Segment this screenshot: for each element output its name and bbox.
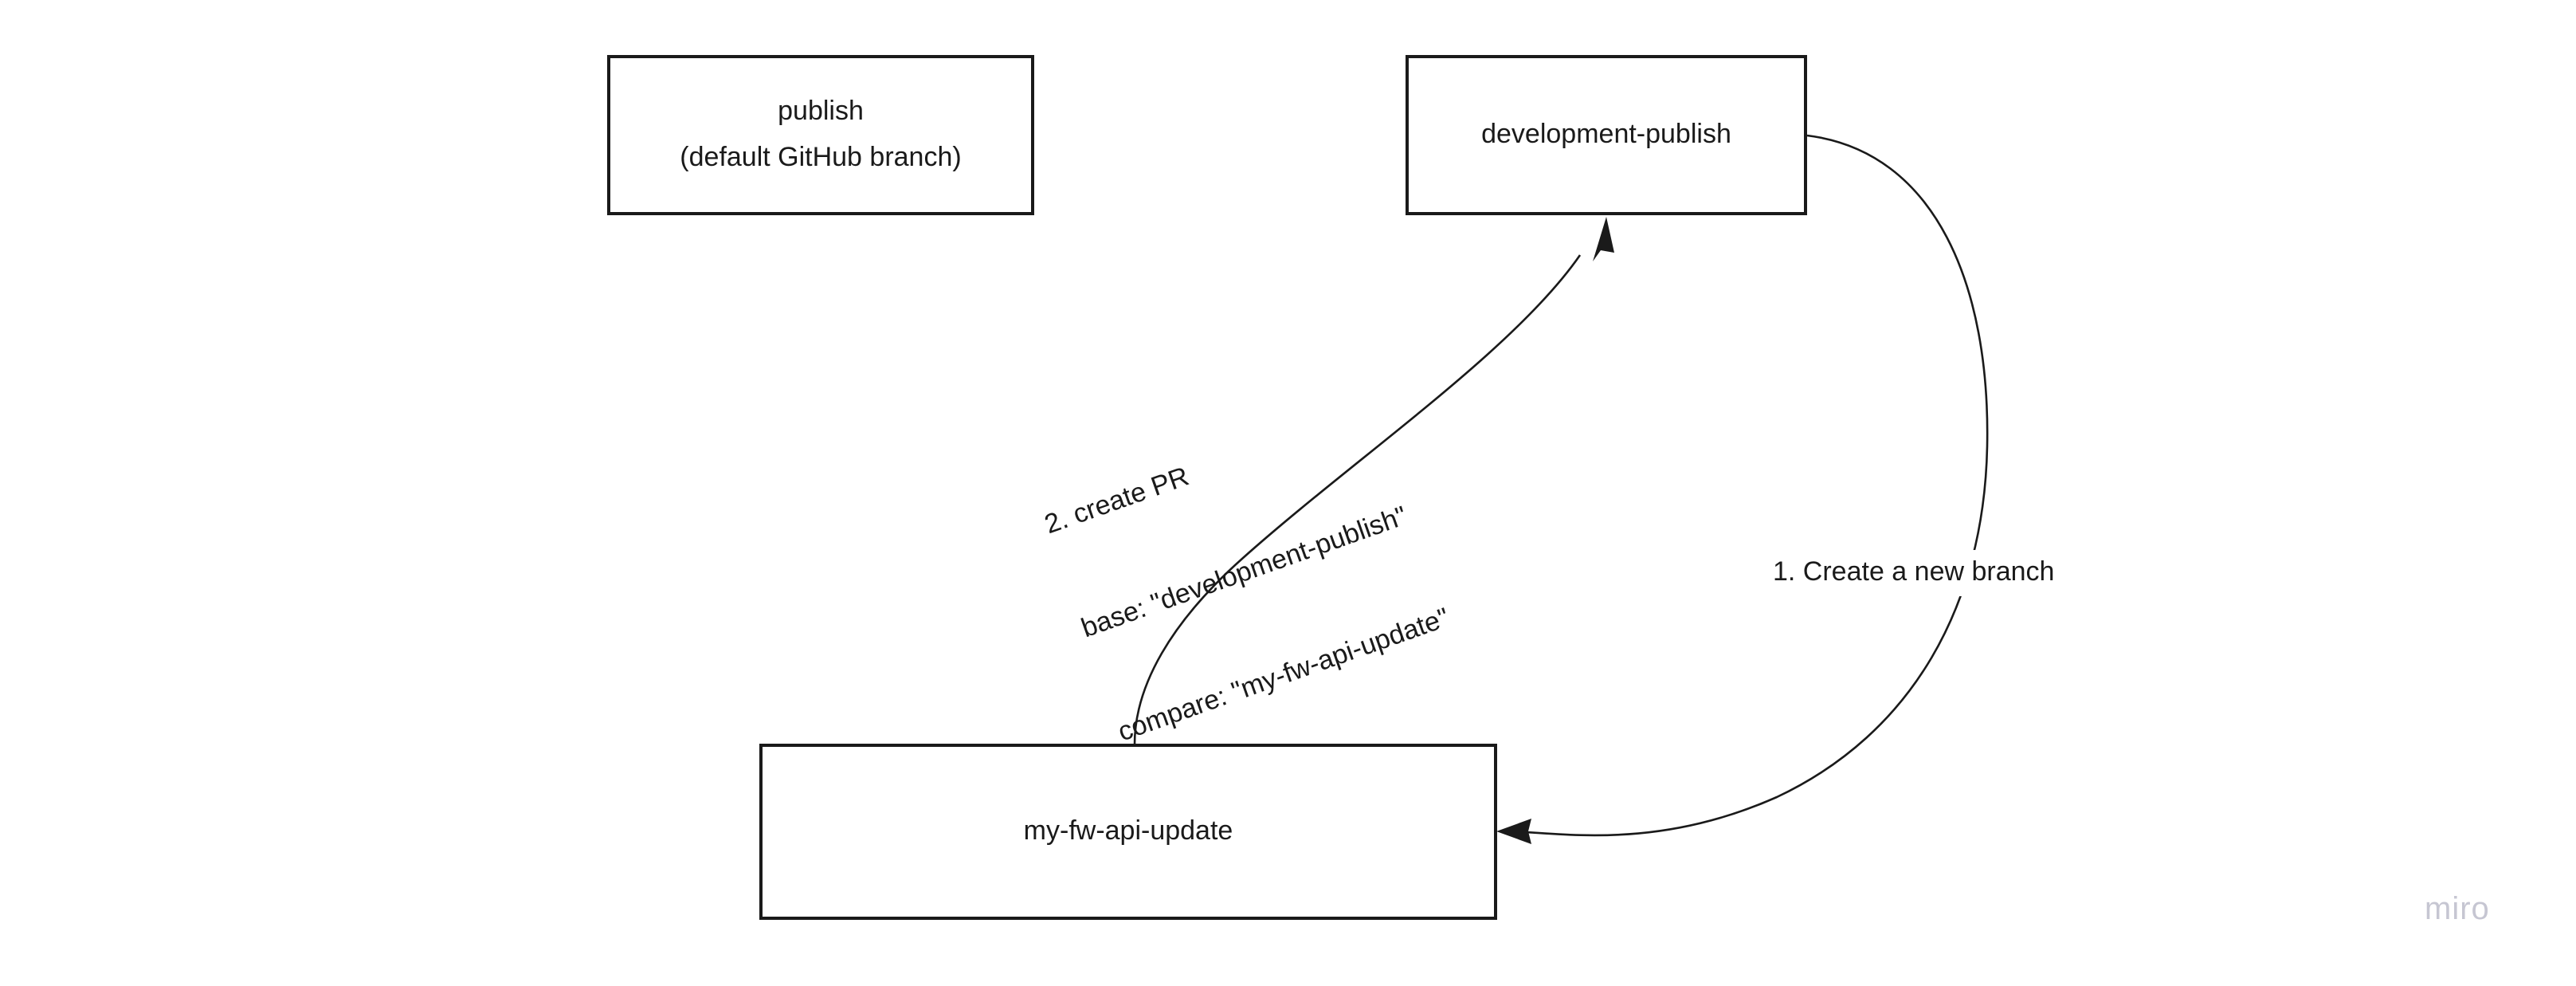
node-publish-label-line-2: (default GitHub branch) xyxy=(680,142,961,172)
edge-create-a-new-branch-label: 1. Create a new branch xyxy=(1773,556,2054,587)
edge-create-pr-label-line-2: base: "development-publish" xyxy=(1077,500,1411,644)
edge-create-pr[interactable] xyxy=(1133,217,1614,745)
edge-create-a-new-branch-path[interactable] xyxy=(1513,134,1989,837)
node-publish-label-line-1: publish xyxy=(778,96,864,126)
node-my-fw-api-update-box[interactable] xyxy=(759,744,1497,920)
node-my-fw-api-update-label: my-fw-api-update xyxy=(1024,815,1233,846)
node-development-publish-label: development-publish xyxy=(1481,119,1731,149)
edge-create-pr-label-line-3: compare: "my-fw-api-update" xyxy=(1114,602,1453,748)
node-publish[interactable]: publish (default GitHub branch) xyxy=(607,55,1034,215)
node-my-fw-api-update[interactable]: my-fw-api-update xyxy=(759,744,1497,920)
miro-watermark: miro xyxy=(2425,891,2490,926)
node-development-publish[interactable]: development-publish xyxy=(1406,55,1807,215)
edge-create-a-new-branch-label-backdrop xyxy=(1767,550,2126,596)
edge-create-pr-path[interactable] xyxy=(1133,254,1582,745)
edge-create-pr-label-line-1: 2. create PR xyxy=(1041,461,1193,540)
edge-create-pr-arrowhead xyxy=(1593,217,1614,261)
edge-create-a-new-branch-arrowhead xyxy=(1496,819,1531,844)
node-publish-box[interactable] xyxy=(607,55,1034,215)
node-development-publish-box[interactable] xyxy=(1406,55,1807,215)
edge-create-a-new-branch[interactable]: 1. Create a new branch xyxy=(1496,134,2126,844)
